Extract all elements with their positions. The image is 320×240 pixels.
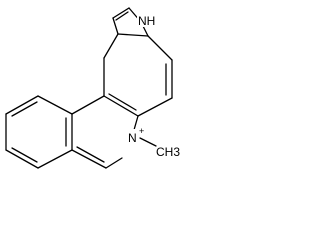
bond-c7-c7a [71, 149, 107, 169]
chemical-structure: NH N + CH3 [5, 7, 180, 169]
bond-c11-c10-inner [11, 101, 38, 117]
nh-label-mask [137, 12, 157, 27]
bond-n-methyl [139, 137, 157, 147]
bond-c7-c7a-inner [76, 146, 105, 163]
charge-label: + [139, 126, 144, 136]
n-plus-label: N [128, 131, 137, 145]
nh-label: NH [138, 14, 155, 28]
methyl-label: CH3 [156, 145, 180, 159]
bond-c5a-n [133, 115, 139, 131]
bond-c9-c8 [5, 149, 39, 169]
bond-c9c-c3a [103, 33, 119, 59]
bond-c11a-c11b [71, 95, 105, 115]
bond-c5-c5a [137, 97, 173, 117]
bond-c8-c7a [37, 149, 73, 169]
bond-c5a-c11b-inner [108, 93, 137, 111]
bond-c2-c3 [112, 7, 130, 19]
bond-n-c7 [105, 157, 123, 169]
bond-c5a-c11b [103, 95, 139, 117]
bond-c3a-c4 [147, 35, 173, 61]
bond-c11a-c11 [37, 95, 73, 115]
atom-labels: NH N + CH3 [127, 12, 180, 159]
bond-c2-c3-inner [115, 11, 129, 21]
bond-lines [5, 7, 173, 169]
bond-c9-c8-inner [11, 147, 38, 163]
n-plus-label-mask [127, 129, 139, 144]
bond-c3a-c9c [117, 33, 149, 37]
bond-c1-c2 [112, 17, 119, 35]
bond-c11-c10 [5, 95, 39, 115]
